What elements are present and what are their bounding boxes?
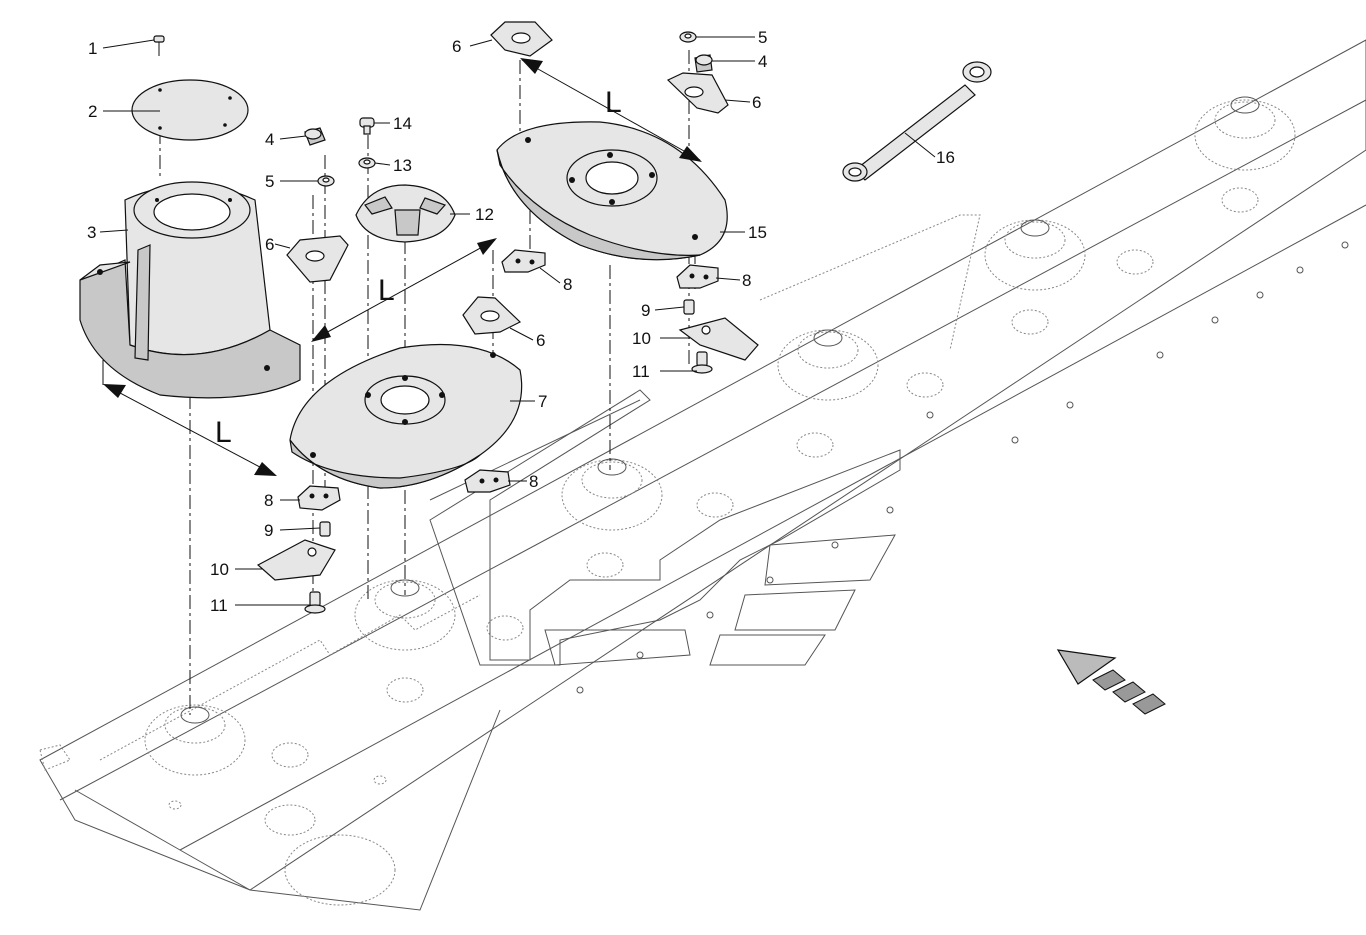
callout-11: 11 <box>210 596 228 615</box>
blade-guard-part-6-a <box>286 235 349 283</box>
callout-6: 6 <box>536 331 545 350</box>
callout-8: 8 <box>742 271 751 290</box>
nut-part-4-right <box>694 54 713 73</box>
gear-housing-ghost-6 <box>1194 96 1296 213</box>
blade-guard-part-6-c <box>666 72 729 114</box>
callout-5: 5 <box>758 28 767 47</box>
bar-rivets <box>576 241 1349 694</box>
dimension-arrow-1 <box>102 360 277 476</box>
callout-5: 5 <box>265 172 274 191</box>
blade-holder-part-8-b <box>464 469 511 493</box>
dimension-arrow-2 <box>311 238 497 342</box>
callout-6: 6 <box>752 93 761 112</box>
blade-stud-part-11-a <box>304 591 326 614</box>
travel-direction-arrow-icon <box>1056 649 1166 715</box>
dimension-label-l: L <box>215 416 232 449</box>
screw-part-1 <box>153 35 165 56</box>
callout-4: 4 <box>758 52 767 71</box>
blade-stud-part-11-b <box>691 351 713 374</box>
gear-housing-ghost-3 <box>561 458 734 578</box>
blade-guard-part-6-d <box>462 296 522 335</box>
callout-10: 10 <box>632 329 651 348</box>
blade-bolt-part-9-a <box>319 521 331 537</box>
gear-housing-ghost-2 <box>354 579 524 703</box>
ring-spanner-part-16 <box>842 61 992 182</box>
blade-holder-part-8-a <box>297 485 341 511</box>
callout-9: 9 <box>264 521 273 540</box>
knife-blade-part-10-b <box>678 317 759 361</box>
ghost-logo-outline <box>429 389 901 666</box>
callout-6: 6 <box>265 235 274 254</box>
callout-12: 12 <box>475 205 494 224</box>
dimension-label-l: L <box>605 86 622 119</box>
callout-10: 10 <box>210 560 229 579</box>
callout-11: 11 <box>632 362 650 381</box>
callout-9: 9 <box>641 301 650 320</box>
callout-7: 7 <box>538 392 547 411</box>
callout-1: 1 <box>88 39 97 58</box>
cutter-bar <box>39 39 1366 911</box>
gear-housing-ghost-5 <box>984 219 1154 335</box>
blade-holder-part-8-c <box>501 249 546 273</box>
washer-part-5-right <box>679 31 697 43</box>
washer-part-5-left <box>317 175 335 187</box>
callout-3: 3 <box>87 223 96 242</box>
nut-part-4-left <box>304 127 326 146</box>
callout-8: 8 <box>563 275 572 294</box>
gear-housing-ghost-4 <box>777 329 944 458</box>
blade-guard-part-6-b <box>490 21 553 57</box>
cover-plate-part-2 <box>131 79 249 141</box>
callout-4: 4 <box>265 130 274 149</box>
callout-16: 16 <box>936 148 955 167</box>
dimension-arrow-3 <box>520 58 702 162</box>
gear-housing-ghost-1 <box>144 704 309 776</box>
callout-2: 2 <box>88 102 97 121</box>
callout-15: 15 <box>748 223 767 242</box>
callout-13: 13 <box>393 156 412 175</box>
disc-cap-part-12 <box>355 184 456 243</box>
washer-part-13 <box>358 157 376 169</box>
blade-bolt-part-9-b <box>683 299 695 315</box>
callout-numbers: 1 2 3 4 4 5 5 6 6 6 6 7 8 8 8 8 9 9 10 1… <box>87 28 955 615</box>
callout-14: 14 <box>393 114 412 133</box>
bolt-part-14 <box>359 117 375 135</box>
cutting-disc-part-7 <box>289 343 523 489</box>
dimension-label-l: L <box>378 274 395 307</box>
cutting-disc-part-15 <box>496 121 728 261</box>
blade-holder-part-8-d <box>676 264 719 289</box>
drum-hood-part-3 <box>79 181 301 399</box>
callout-8: 8 <box>264 491 273 510</box>
callout-8: 8 <box>529 472 538 491</box>
knife-blade-part-10-a <box>256 539 336 581</box>
callout-6: 6 <box>452 37 461 56</box>
callout-leaders <box>99 36 936 606</box>
